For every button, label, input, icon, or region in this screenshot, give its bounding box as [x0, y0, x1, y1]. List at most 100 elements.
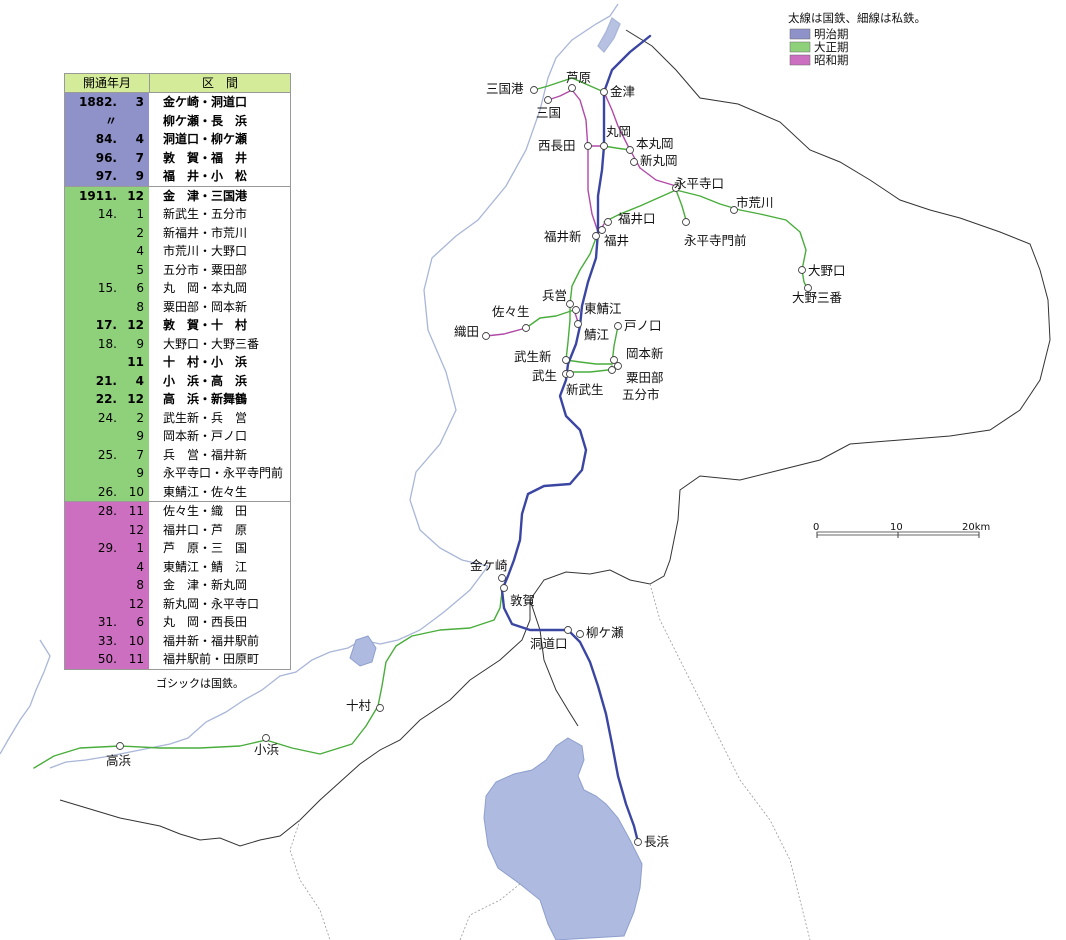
header-section: 区 間: [201, 76, 238, 90]
svg-text:丸岡: 丸岡: [606, 124, 631, 139]
month-cell: 11: [127, 355, 144, 369]
station-eiheijiguchi: 永平寺口: [672, 176, 724, 192]
meiji-lines: [500, 34, 652, 844]
svg-text:新丸岡: 新丸岡: [640, 153, 678, 168]
month-cell: 4: [135, 373, 144, 388]
date-cell: 2: [65, 223, 149, 242]
date-cell: 84.4: [65, 130, 149, 149]
coastline: [0, 3, 621, 769]
line-tsuruga-takahama: [33, 591, 503, 769]
station-onosanban: 大野三番: [792, 284, 843, 305]
svg-text:長浜: 長浜: [644, 834, 669, 849]
route-cell: 敦 賀・十 村: [149, 316, 290, 335]
year-cell: 31.: [97, 615, 117, 629]
svg-text:岡本新: 岡本新: [626, 346, 664, 361]
route-cell: 金 津・新丸岡: [149, 576, 290, 595]
svg-text:柳ケ瀬: 柳ケ瀬: [586, 625, 624, 640]
station-jumura: 十村: [346, 698, 384, 713]
station-fukuishin: 福井新: [544, 229, 600, 244]
date-cell: 21.4: [65, 371, 149, 390]
svg-text:五分市: 五分市: [622, 387, 660, 402]
month-cell: 4: [136, 559, 144, 574]
line-sasou-oda: [485, 327, 527, 337]
route-cell: 新丸岡・永平寺口: [149, 594, 290, 613]
legend-label: 昭和期: [814, 53, 849, 67]
route-cell: 東鯖江・鯖 江: [149, 557, 290, 576]
route-cell: 新福井・市荒川: [149, 223, 290, 242]
svg-text:永平寺口: 永平寺口: [674, 176, 724, 191]
svg-text:佐々生: 佐々生: [492, 304, 530, 319]
route-cell: 福井駅前・田原町: [149, 650, 290, 669]
stations: 三国港 芦原 三国 金津 丸岡 西長田 本丸岡 新丸岡 永平寺口 市荒川 福井口…: [106, 70, 846, 849]
station-fukuiguchi: 福井口: [604, 211, 656, 226]
legend-swatch: [789, 41, 811, 53]
date-cell: 96.7: [65, 148, 149, 167]
year-cell: 21.: [95, 373, 117, 388]
station-ichiarakawa: 市荒川: [730, 195, 774, 214]
route-cell: 岡本新・戸ノ口: [149, 427, 290, 446]
station-gobuichi: 五分市: [608, 366, 660, 402]
date-cell: 18.9: [65, 334, 149, 353]
line-ashihara-mikuni: [547, 89, 573, 101]
lake-biwa: [483, 737, 643, 940]
route-cell: 東鯖江・佐々生: [149, 482, 290, 501]
secondary-borders: [289, 583, 811, 940]
date-cell: 8: [65, 576, 149, 595]
month-cell: 3: [135, 95, 144, 109]
date-cell: 9: [65, 464, 149, 483]
line-tsuruga-nagahama: [500, 588, 640, 844]
month-cell: 9: [136, 466, 144, 480]
date-cell: 22.12: [65, 390, 149, 409]
station-tonokuchi: 戸ノ口: [614, 318, 662, 333]
route-cell: 兵 営・福井新: [149, 445, 290, 464]
month-cell: 7: [136, 447, 144, 462]
route-cell: 金ケ崎・洞道口: [149, 93, 290, 112]
month-cell: 12: [127, 392, 144, 406]
legend-label: 明治期: [814, 27, 849, 41]
route-cell: 福 井・小 松: [149, 167, 290, 186]
svg-text:市荒川: 市荒川: [736, 195, 774, 210]
date-cell: 4: [65, 557, 149, 576]
line-shintakefu-gobuichi: [567, 365, 613, 373]
month-cell: 11: [128, 652, 144, 666]
year-cell: [65, 427, 117, 446]
station-hyogo: 兵営: [542, 288, 574, 308]
svg-text:粟田部: 粟田部: [626, 370, 664, 385]
svg-text:十村: 十村: [346, 698, 372, 713]
date-cell: 31.6: [65, 613, 149, 632]
line-eiheijiguchi-monzen: [675, 189, 687, 221]
date-cell: 〃: [65, 111, 149, 131]
svg-text:大野三番: 大野三番: [792, 290, 843, 305]
month-cell: 1: [136, 207, 144, 221]
date-cell: 12: [65, 520, 149, 539]
route-cell: 丸 岡・本丸岡: [149, 279, 290, 298]
svg-text:戸ノ口: 戸ノ口: [624, 318, 662, 333]
svg-text:金ケ崎: 金ケ崎: [470, 558, 508, 573]
legend-note: 太線は国鉄、細線は私鉄。: [788, 11, 926, 25]
svg-text:福井: 福井: [604, 233, 629, 248]
svg-text:三国: 三国: [536, 105, 561, 120]
station-horadoguchi: 洞道口: [530, 626, 572, 651]
route-cell: 永平寺口・永平寺門前: [149, 464, 290, 483]
station-nagahama: 長浜: [634, 834, 669, 849]
month-cell: [117, 112, 149, 131]
station-maruoka: 丸岡: [600, 124, 631, 150]
month-cell: 10: [128, 633, 144, 648]
line-fukuiguchi-ashihara: [571, 89, 599, 233]
svg-text:敦賀: 敦賀: [510, 593, 535, 608]
year-cell: 29.: [97, 541, 117, 555]
station-obama: 小浜: [254, 734, 279, 757]
route-cell: 福井口・芦 原: [149, 520, 290, 539]
date-cell: 28.11: [65, 502, 149, 521]
station-onoguchi: 大野口: [798, 263, 846, 278]
route-cell: 金 津・三国港: [149, 186, 290, 205]
date-cell: 1882.3: [65, 93, 149, 112]
